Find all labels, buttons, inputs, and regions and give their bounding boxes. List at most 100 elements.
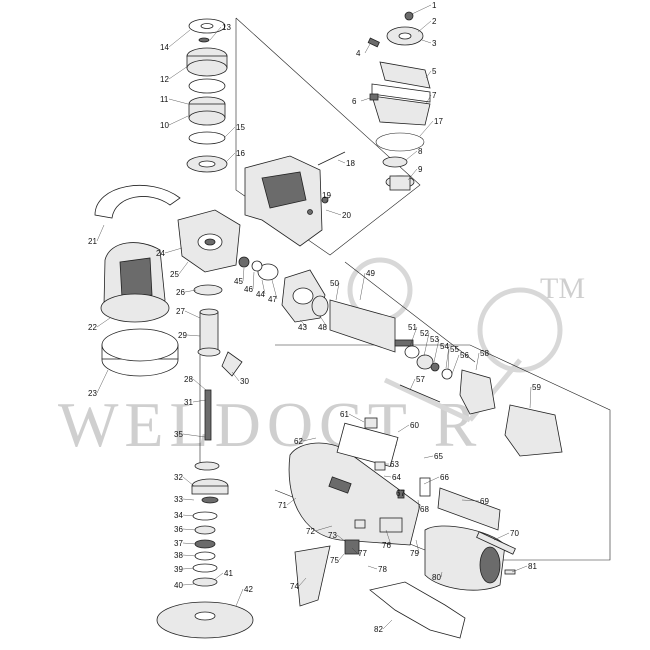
part-number-58: 58	[480, 349, 489, 358]
leader-line-21	[96, 224, 105, 242]
leader-line-46	[252, 271, 255, 290]
leader-line-8	[405, 150, 418, 161]
leader-line-66	[423, 476, 440, 485]
leader-line-61	[348, 413, 365, 423]
part-number-25: 25	[170, 270, 179, 279]
part-number-69: 69	[480, 497, 489, 506]
leader-line-58	[475, 352, 480, 371]
leader-line-36	[182, 528, 197, 531]
watermark-text: WELDOCT R	[58, 389, 482, 460]
leader-line-77	[351, 547, 358, 554]
leader-line-33	[182, 498, 195, 501]
part-number-75: 75	[330, 556, 339, 565]
leader-line-79	[415, 539, 420, 554]
part-number-74: 74	[290, 582, 299, 591]
leader-line-69	[461, 499, 480, 502]
spindle-column	[193, 284, 243, 441]
rubber-ring	[101, 328, 179, 377]
bearing-box	[177, 209, 241, 273]
part-number-77: 77	[358, 549, 367, 558]
part-number-32: 32	[174, 473, 183, 482]
leader-line-29	[186, 334, 201, 337]
leader-line-56	[451, 354, 460, 375]
part-number-30: 30	[240, 377, 249, 386]
part-number-38: 38	[174, 551, 183, 560]
leader-line-45	[242, 267, 245, 282]
leader-line-38	[182, 554, 197, 557]
leader-line-73	[336, 534, 347, 543]
leader-line-82	[382, 619, 393, 630]
leader-line-55	[447, 348, 450, 371]
part-number-73: 73	[328, 531, 337, 540]
leader-line-44	[261, 279, 266, 295]
part-number-59: 59	[532, 383, 541, 392]
part-number-35: 35	[174, 430, 183, 439]
leader-line-14	[168, 29, 191, 48]
part-number-27: 27	[176, 307, 185, 316]
leader-line-2	[417, 20, 432, 33]
leader-line-49	[359, 272, 366, 301]
part-number-49: 49	[366, 269, 375, 278]
leader-line-39	[182, 567, 195, 570]
part-number-7: 7	[432, 91, 437, 100]
pad-guard	[100, 242, 170, 323]
leader-line-19	[325, 194, 332, 203]
part-number-17: 17	[434, 117, 443, 126]
leader-line-7	[425, 94, 432, 105]
part-number-80: 80	[432, 573, 441, 582]
part-number-2: 2	[432, 17, 437, 26]
leader-line-52	[423, 332, 430, 357]
part-number-55: 55	[450, 345, 459, 354]
part-number-6: 6	[352, 97, 357, 106]
leader-line-16	[225, 152, 236, 163]
leader-line-81	[511, 565, 528, 573]
part-number-37: 37	[174, 539, 183, 548]
leader-line-27	[184, 310, 201, 319]
part-number-36: 36	[174, 525, 183, 534]
part-number-1: 1	[432, 1, 437, 10]
part-number-19: 19	[322, 191, 331, 200]
part-number-24: 24	[156, 249, 165, 258]
part-number-81: 81	[528, 562, 537, 571]
part-number-5: 5	[432, 67, 437, 76]
leader-line-12	[168, 65, 189, 80]
leader-line-76	[385, 529, 392, 546]
leader-line-4	[364, 43, 371, 54]
part-number-39: 39	[174, 565, 183, 574]
part-number-33: 33	[174, 495, 183, 504]
leader-line-48	[319, 315, 328, 328]
part-number-18: 18	[346, 159, 355, 168]
part-number-8: 8	[418, 147, 423, 156]
leader-line-41	[213, 572, 224, 581]
part-number-11: 11	[160, 95, 169, 104]
leader-line-6	[360, 97, 371, 102]
part-number-57: 57	[416, 375, 425, 384]
leader-line-22	[96, 317, 111, 328]
leader-line-34	[182, 514, 195, 517]
leader-line-35	[182, 433, 206, 438]
dust-guard	[94, 185, 181, 219]
leader-line-30	[231, 371, 240, 382]
leader-line-80	[440, 571, 443, 578]
part-number-68: 68	[420, 505, 429, 514]
leader-line-78	[367, 565, 378, 570]
cover-stack	[367, 11, 431, 191]
leader-line-28	[192, 378, 207, 391]
leader-line-68	[417, 499, 420, 510]
part-number-34: 34	[174, 511, 183, 520]
part-number-51: 51	[408, 323, 417, 332]
part-number-62: 62	[294, 437, 303, 446]
part-number-9: 9	[418, 165, 423, 174]
part-number-60: 60	[410, 421, 419, 430]
leader-line-43	[299, 319, 308, 328]
leader-line-70	[493, 532, 510, 541]
leader-line-17	[419, 120, 434, 137]
leader-line-32	[182, 476, 195, 487]
leader-line-18	[337, 159, 346, 164]
part-number-63: 63	[390, 460, 399, 469]
part-number-20: 20	[342, 211, 351, 220]
leader-line-57	[409, 378, 416, 391]
part-number-71: 71	[278, 501, 287, 510]
leader-line-42	[235, 588, 244, 607]
leader-line-11	[168, 98, 189, 105]
